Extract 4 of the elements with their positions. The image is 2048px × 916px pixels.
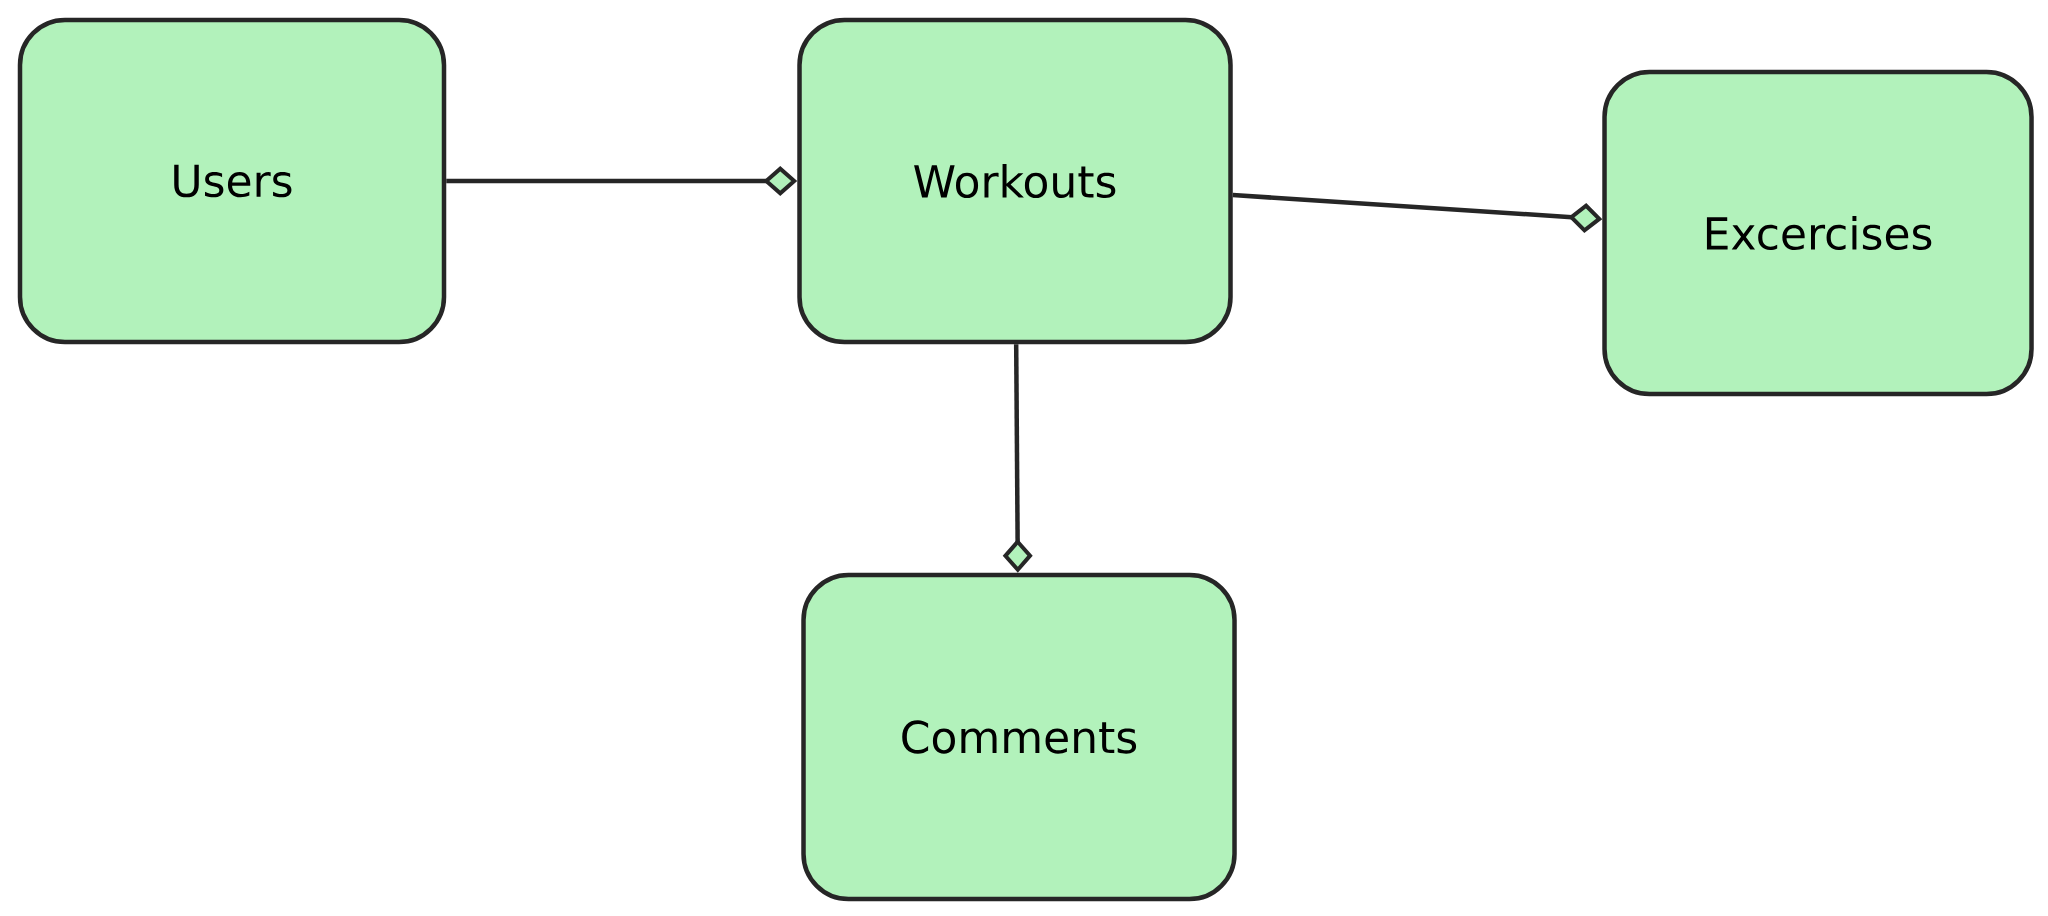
- entity-box: Excercises: [1602, 69, 2034, 397]
- entity-box: Workouts: [797, 17, 1233, 345]
- entity-box: Comments: [801, 572, 1237, 902]
- entity-box: Users: [17, 17, 447, 345]
